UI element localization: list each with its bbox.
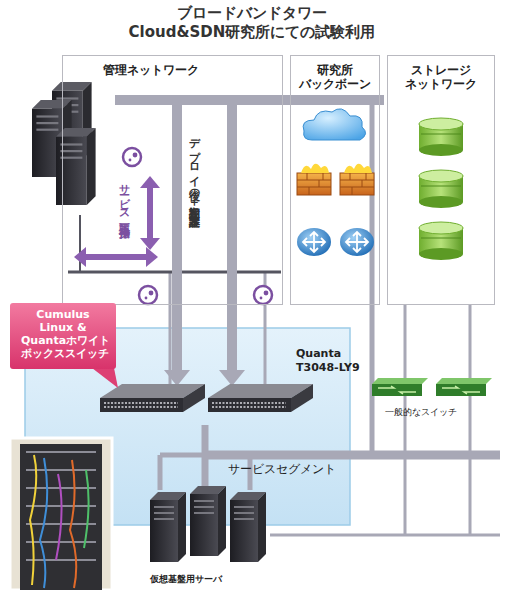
- quanta-switch: [100, 384, 205, 412]
- monitor-arrow-head: [146, 247, 158, 267]
- callout-pointer: [92, 368, 118, 388]
- segment-label: サービスセグメント: [228, 462, 358, 477]
- router-symbol: [340, 228, 374, 256]
- box-fill: [387, 55, 495, 305]
- box-heading: ストレージ ネットワーク: [388, 63, 494, 91]
- switch-side: [291, 384, 313, 412]
- switch-label: 一般的なスイッチ: [385, 406, 475, 418]
- monitor-icon: [123, 148, 141, 166]
- deploy-arrow-shaft: [172, 100, 182, 372]
- network-box: ストレージ ネットワーク: [387, 55, 495, 305]
- firewall-symbol: [340, 164, 374, 195]
- storage-symbol: [419, 222, 463, 260]
- backbone-drop: [370, 100, 375, 455]
- box-heading: 管理ネットワーク: [103, 63, 282, 77]
- diagram-title: ブロードバンドタワー Cloud&SDN研究所にての試験利用: [102, 4, 402, 42]
- network-box: 研究所 バックボーン: [290, 55, 380, 305]
- deploy-arrow-head: [219, 370, 245, 386]
- storage-symbol: [419, 170, 463, 208]
- rack-photo-frame: [10, 438, 112, 590]
- mgmt-drop: [79, 215, 81, 272]
- backbone-bar: [115, 95, 384, 105]
- monitor-arrow-head: [140, 238, 160, 250]
- callout-box: Cumulus Linux & Quantaホワイト ボックススイッチ: [10, 303, 116, 369]
- generic-switch: [436, 378, 492, 396]
- monitor-arrow-head: [74, 247, 86, 267]
- monitor-icon: [254, 286, 272, 304]
- monitor-arrow-shaft: [147, 186, 153, 240]
- quanta-switch: [208, 384, 313, 412]
- switch-side: [183, 384, 205, 412]
- rack-cable: [70, 460, 76, 588]
- generic-switch: [372, 378, 428, 396]
- deploy-arrow-head: [164, 370, 190, 386]
- switch-front: [208, 398, 291, 412]
- router-symbol: [297, 228, 331, 256]
- network-box: 管理ネットワーク: [62, 55, 283, 305]
- monitor-arrow-head: [140, 176, 160, 188]
- switch-ports: [104, 403, 178, 407]
- rack-cable: [84, 470, 89, 548]
- rack-cable: [40, 458, 47, 588]
- deploy-arrow-shaft: [227, 100, 237, 372]
- callout-text: Cumulus Linux & Quantaホワイト ボックススイッチ: [21, 308, 105, 360]
- cloud-symbol: [303, 109, 365, 140]
- switch-ports: [212, 403, 286, 407]
- server-label: 仮想基盤用サーバ: [150, 573, 260, 585]
- switch-front: [100, 398, 183, 412]
- rack-cable: [56, 474, 62, 560]
- server-tower: [230, 492, 266, 562]
- rack-photo-cabinet: [20, 444, 102, 590]
- switch-model-label: Quanta T3048-LY9: [296, 347, 368, 375]
- monitor-icon: [139, 286, 157, 304]
- box-heading: 研究所 バックボーン: [291, 63, 379, 91]
- server-tower: [190, 486, 226, 556]
- mgmt-link: [170, 272, 265, 385]
- storage-bus: [270, 534, 500, 537]
- box-fill: [290, 55, 380, 305]
- monitor-arrow-shaft: [84, 254, 148, 260]
- storage-symbol: [419, 118, 463, 156]
- monitor-label: サービス監視 一括操作: [117, 176, 131, 248]
- rack-cable: [30, 455, 36, 585]
- firewall-symbol: [297, 164, 331, 195]
- server-tower: [150, 492, 186, 562]
- storage-link: [405, 305, 470, 535]
- deploy-label: デプロイ後の 初期設定+基本設定: [187, 130, 201, 236]
